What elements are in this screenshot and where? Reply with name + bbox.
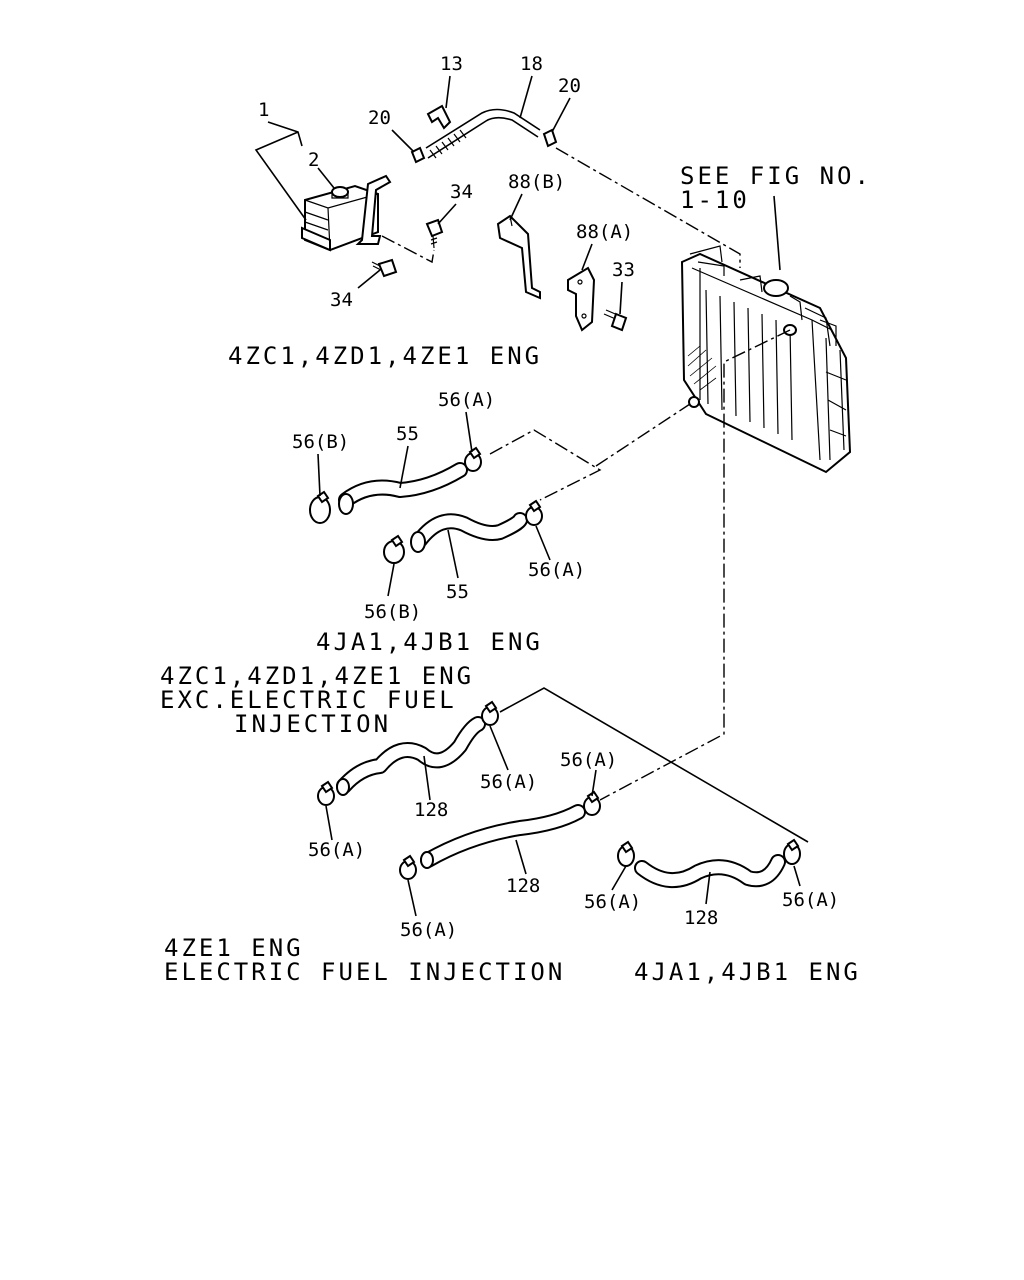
callout-55-1: 55 xyxy=(396,423,419,445)
overflow-hose-18 xyxy=(425,108,541,159)
clip-13 xyxy=(426,104,452,130)
leader-lines xyxy=(254,75,801,917)
callout-33: 33 xyxy=(612,259,635,281)
callout-56a-3: 56(A) xyxy=(480,771,537,793)
caption-efi-line2: ELECTRIC FUEL INJECTION xyxy=(164,958,565,986)
callout-56a-1: 56(A) xyxy=(438,389,495,411)
hose-128-4ja1 xyxy=(634,854,786,889)
hose-55-upper xyxy=(338,462,468,515)
connection-lines xyxy=(381,147,809,843)
callout-18: 18 xyxy=(520,53,543,75)
radiator xyxy=(680,245,852,474)
see-fig-line1: SEE FIG NO. xyxy=(680,162,872,190)
reserve-tank-cap xyxy=(331,186,349,199)
clamp-56a-upper xyxy=(464,446,482,472)
caption-exc-line1: 4ZC1,4ZD1,4ZE1 ENG xyxy=(160,662,474,690)
clamp-20-left xyxy=(410,146,426,164)
callout-128-3: 128 xyxy=(684,907,718,929)
caption-top-group: 4ZC1,4ZD1,4ZE1 ENG xyxy=(228,342,542,370)
callout-88a: 88(A) xyxy=(576,221,633,243)
reserve-tank-bracket xyxy=(355,174,392,245)
bolt-34-lower xyxy=(371,258,398,278)
callout-56a-5: 56(A) xyxy=(560,749,617,771)
callout-13: 13 xyxy=(440,53,463,75)
clamp-56a-g2-left xyxy=(399,854,417,880)
clamp-56b-lower xyxy=(383,534,405,564)
clamp-56a-lower xyxy=(525,499,543,526)
caption-middle-group: 4JA1,4JB1 ENG xyxy=(316,628,543,656)
clamp-56b-upper xyxy=(309,490,331,524)
callout-88b: 88(B) xyxy=(508,171,565,193)
hose-128-efi xyxy=(420,804,586,869)
callout-34-upper: 34 xyxy=(450,181,473,203)
bolt-33 xyxy=(603,309,628,332)
hose-55-lower xyxy=(410,512,528,553)
clamp-56a-g1-left xyxy=(317,780,335,806)
bracket-88a xyxy=(567,266,596,332)
caption-efi-line1: 4ZE1 ENG xyxy=(164,934,304,962)
callout-20-left: 20 xyxy=(368,107,391,129)
callout-55-2: 55 xyxy=(446,581,469,603)
callout-56b-1: 56(B) xyxy=(292,431,349,453)
reserve-tank xyxy=(301,184,379,252)
callout-56b-2: 56(B) xyxy=(364,601,421,623)
callout-1: 1 xyxy=(258,99,269,121)
callout-128-2: 128 xyxy=(506,875,540,897)
callout-34-lower: 34 xyxy=(330,289,353,311)
clamp-20-right xyxy=(542,128,558,148)
clamp-56a-g1-right xyxy=(481,700,499,726)
callout-2: 2 xyxy=(308,149,319,171)
see-fig-line2: 1-10 xyxy=(680,186,750,214)
callout-56a-8: 56(A) xyxy=(782,889,839,911)
hose-128-exc-efi xyxy=(336,716,486,796)
clamp-56a-g3-right xyxy=(783,838,801,865)
callout-56a-2: 56(A) xyxy=(528,559,585,581)
caption-exc-line2: EXC.ELECTRIC FUEL xyxy=(160,686,457,714)
callout-20-right: 20 xyxy=(558,75,581,97)
bolt-34-upper xyxy=(425,218,444,249)
callout-56a-7: 56(A) xyxy=(584,891,641,913)
callout-56a-4: 56(A) xyxy=(308,839,365,861)
caption-exc-line3: INJECTION xyxy=(234,710,391,738)
caption-bottom-right: 4JA1,4JB1 ENG xyxy=(634,958,861,986)
clamp-56a-g3-left xyxy=(617,840,635,867)
callout-labels: 1 2 13 18 20 20 34 34 88(B) 88(A) 33 56(… xyxy=(258,53,839,941)
callout-56a-6: 56(A) xyxy=(400,919,457,941)
callout-128-1: 128 xyxy=(414,799,448,821)
bracket-88b xyxy=(496,214,541,300)
captions: SEE FIG NO. 1-10 4ZC1,4ZD1,4ZE1 ENG 4JA1… xyxy=(160,162,872,986)
